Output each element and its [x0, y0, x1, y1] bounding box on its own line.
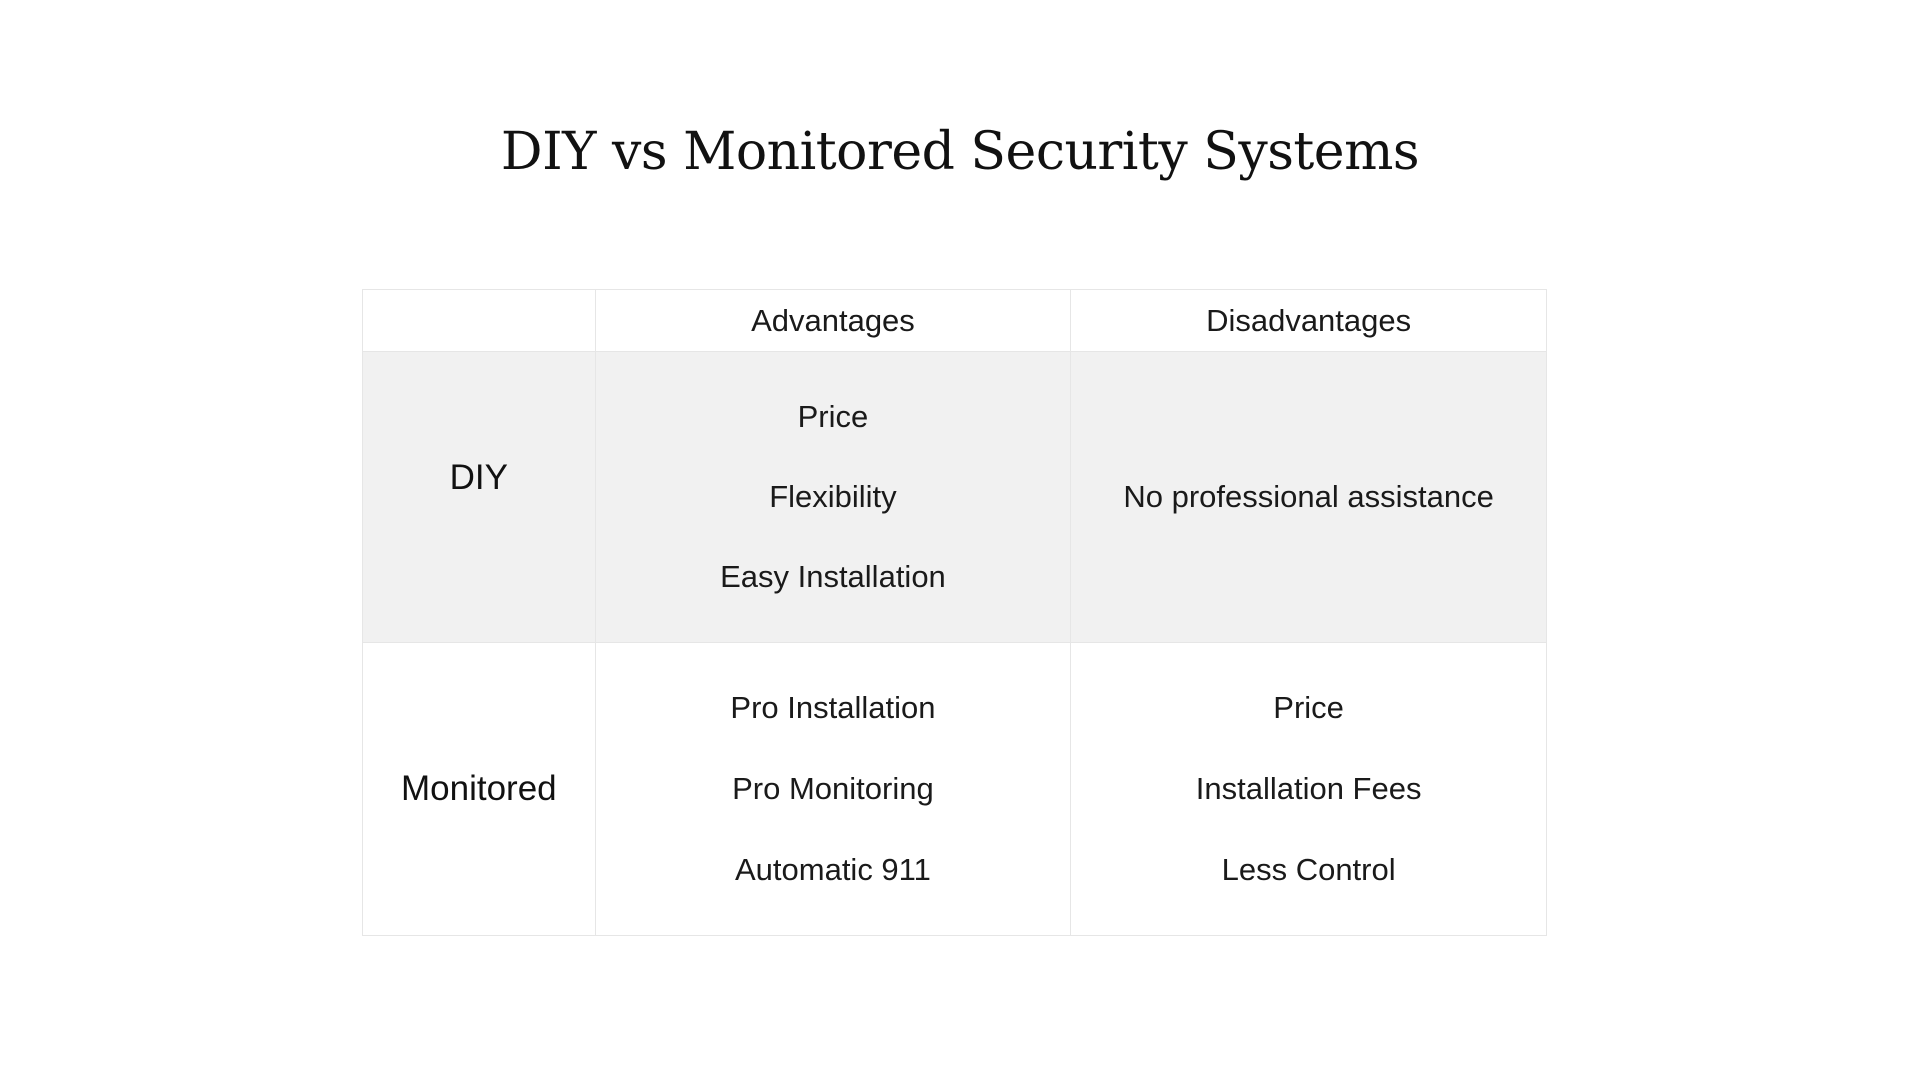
list-item: Flexibility — [769, 479, 897, 514]
list-item: No professional assistance — [1123, 479, 1494, 514]
monitored-disadvantages-cell: Price Installation Fees Less Control — [1070, 642, 1547, 936]
header-empty — [362, 289, 596, 352]
row-label-text: DIY — [449, 458, 508, 497]
header-row: Advantages Disadvantages — [362, 289, 1547, 352]
list-item: Price — [1273, 690, 1344, 725]
monitored-advantages-cell: Pro Installation Pro Monitoring Automati… — [594, 642, 1072, 936]
table-row-monitored: Monitored Pro Installation Pro Monitorin… — [362, 642, 1547, 936]
header-advantages: Advantages — [594, 289, 1072, 352]
comparison-table: Advantages Disadvantages DIY Price Flexi… — [362, 289, 1547, 936]
header-disadvantages: Disadvantages — [1070, 289, 1547, 352]
diy-disadvantages-cell: No professional assistance — [1070, 351, 1547, 643]
row-label-monitored: Monitored — [362, 642, 596, 936]
list-item: Installation Fees — [1195, 771, 1422, 806]
row-label-text: Monitored — [401, 769, 557, 808]
diy-advantages-cell: Price Flexibility Easy Installation — [594, 351, 1072, 643]
list-item: Pro Monitoring — [732, 771, 934, 806]
list-item: Pro Installation — [730, 690, 936, 725]
list-item: Easy Installation — [720, 559, 946, 594]
list-item: Price — [797, 399, 869, 434]
table-row-diy: DIY Price Flexibility Easy Installation … — [362, 351, 1547, 643]
row-label-diy: DIY — [362, 351, 596, 643]
page-title: DIY vs Monitored Security Systems — [500, 122, 1420, 182]
list-item: Less Control — [1221, 852, 1396, 887]
list-item: Automatic 911 — [734, 852, 931, 887]
